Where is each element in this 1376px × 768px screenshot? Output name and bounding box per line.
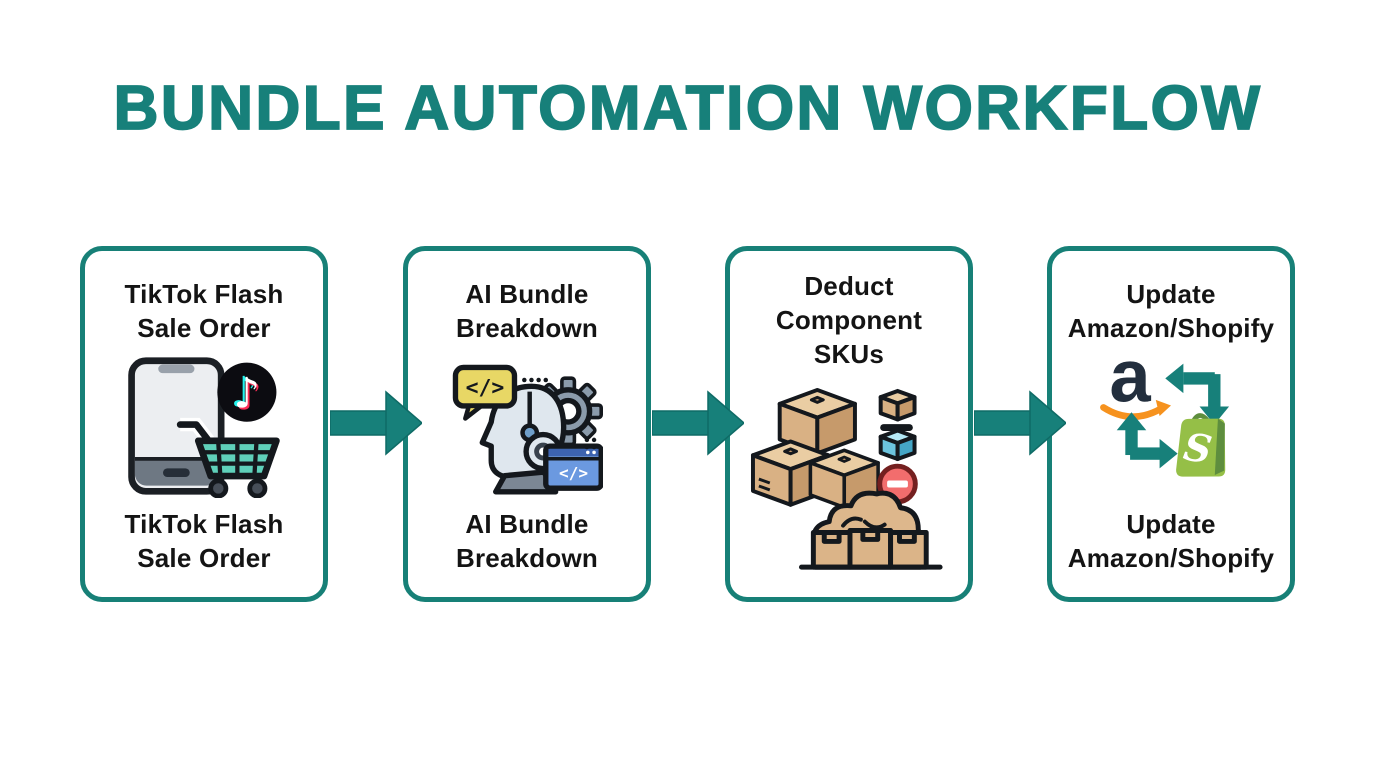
step-caption: AI Bundle Breakdown [456,507,598,575]
step-icon-area: a [1052,345,1290,507]
code-bubble-icon: </> [452,364,518,421]
step-icon-area: </> </> [408,345,646,507]
step-label-line: Component [775,305,923,335]
step-caption-line: Breakdown [456,543,598,573]
tiktok-note-glyph: ♪ [235,370,262,419]
cube-tan-icon [881,391,915,420]
sku-deduction-icon [750,387,943,570]
step-label-line: Amazon/Shopify [1067,313,1275,343]
step-caption-line: TikTok Flash [124,509,284,539]
sync-arrow-down-icon [1165,363,1230,425]
step-caption: TikTok Flash Sale Order [125,507,284,575]
step-label-line: Update [1126,279,1216,309]
step-label-line: TikTok Flash [124,279,284,309]
step-card-update-amazon-shopify: Update Amazon/Shopify a [1047,246,1295,602]
step-label-line: Deduct [804,271,894,301]
code-window-icon: </> [543,442,603,491]
step-card-deduct-component-skus: Deduct Component SKUs [725,246,973,602]
code-glyph: </> [466,375,505,400]
step-label-line: Breakdown [456,313,598,343]
smartphone-icon [128,356,225,495]
step-caption-line: Amazon/Shopify [1067,543,1275,573]
flow-arrow-icon [651,390,746,456]
step-label: Deduct Component SKUs [776,269,922,371]
tiktok-note-glyph: ♪ [231,367,258,416]
step-label: TikTok Flash Sale Order [125,277,284,345]
step-caption: Update Amazon/Shopify [1068,507,1274,575]
step-label-line: SKUs [813,339,885,369]
tiktok-order-icon: ♪ ♪ ♪ [128,356,280,498]
sync-arrow-right-icon [1116,412,1178,469]
package-pile-icon [799,490,943,570]
marketplace-sync-icon: a [1100,357,1230,477]
code-glyph: </> [559,463,588,482]
shopping-cart-icon [176,417,280,498]
step-label: AI Bundle Breakdown [456,277,598,345]
step-card-tiktok-flash-sale-order: TikTok Flash Sale Order ♪ ♪ ♪ [80,246,328,602]
cube-blue-icon [881,431,915,460]
boxes-stack-icon [750,387,880,510]
step-caption-line: Sale Order [137,543,271,573]
step-icon-area [730,371,968,597]
step-label: Update Amazon/Shopify [1068,277,1274,345]
step-card-ai-bundle-breakdown: AI Bundle Breakdown [403,246,651,602]
step-caption-line: AI Bundle [465,509,589,539]
shopify-logo-icon: S [1176,413,1226,477]
tiktok-note-glyph: ♪ [234,368,261,417]
flow-arrow-icon [973,390,1068,456]
step-caption-line: Update [1126,509,1216,539]
amazon-a-glyph: a [1109,357,1151,418]
ai-breakdown-icon: </> </> [452,364,603,494]
step-icon-area: ♪ ♪ ♪ [85,345,323,507]
step-label-line: Sale Order [137,313,271,343]
dots-decoration [522,377,597,449]
amazon-logo-icon: a [1100,357,1171,420]
step-label-line: AI Bundle [465,279,589,309]
tiktok-logo-icon: ♪ ♪ ♪ [217,362,277,422]
flow-arrow-icon [329,390,424,456]
page-title: BUNDLE AUTOMATION WORKFLOW [113,74,1263,143]
